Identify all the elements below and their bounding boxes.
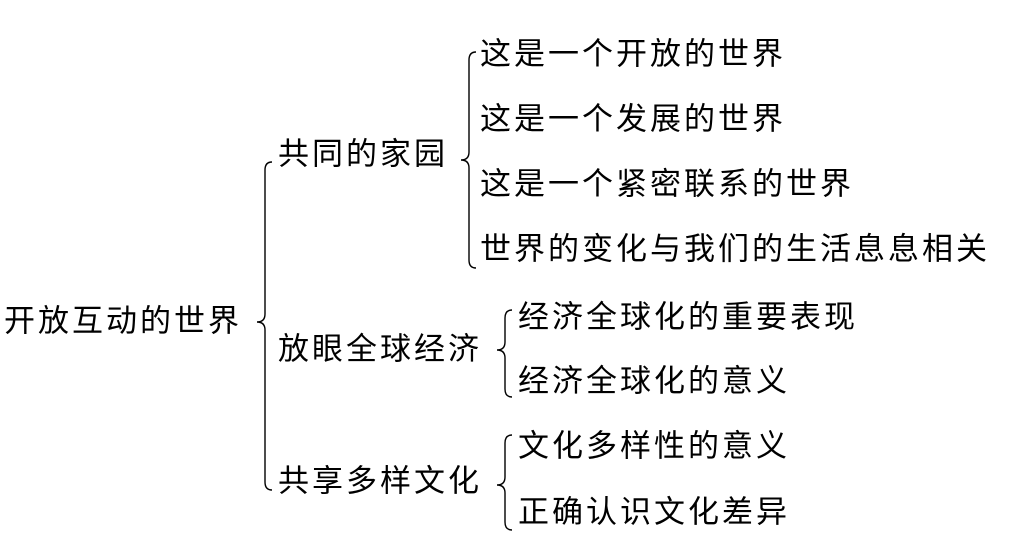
branch-2-brace <box>496 309 513 398</box>
leaf-topic: 正确认识文化差异 <box>518 494 790 531</box>
leaf-topic: 这是一个发展的世界 <box>480 101 786 138</box>
branch-topic: 共同的家园 <box>278 136 448 173</box>
branch-topic: 放眼全球经济 <box>278 331 482 368</box>
leaf-topic: 经济全球化的意义 <box>518 363 790 400</box>
branch-topic: 共享多样文化 <box>278 463 482 500</box>
leaf-topic: 世界的变化与我们的生活息息相关 <box>480 231 990 268</box>
leaf-topic: 这是一个紧密联系的世界 <box>480 166 854 203</box>
branch-1-brace <box>460 51 477 269</box>
leaf-topic: 文化多样性的意义 <box>518 428 790 465</box>
leaf-topic: 经济全球化的重要表现 <box>518 299 858 336</box>
root-topic: 开放互动的世界 <box>4 303 242 340</box>
leaf-topic: 这是一个开放的世界 <box>480 36 786 73</box>
root-brace <box>256 161 273 491</box>
branch-3-brace <box>496 434 513 531</box>
